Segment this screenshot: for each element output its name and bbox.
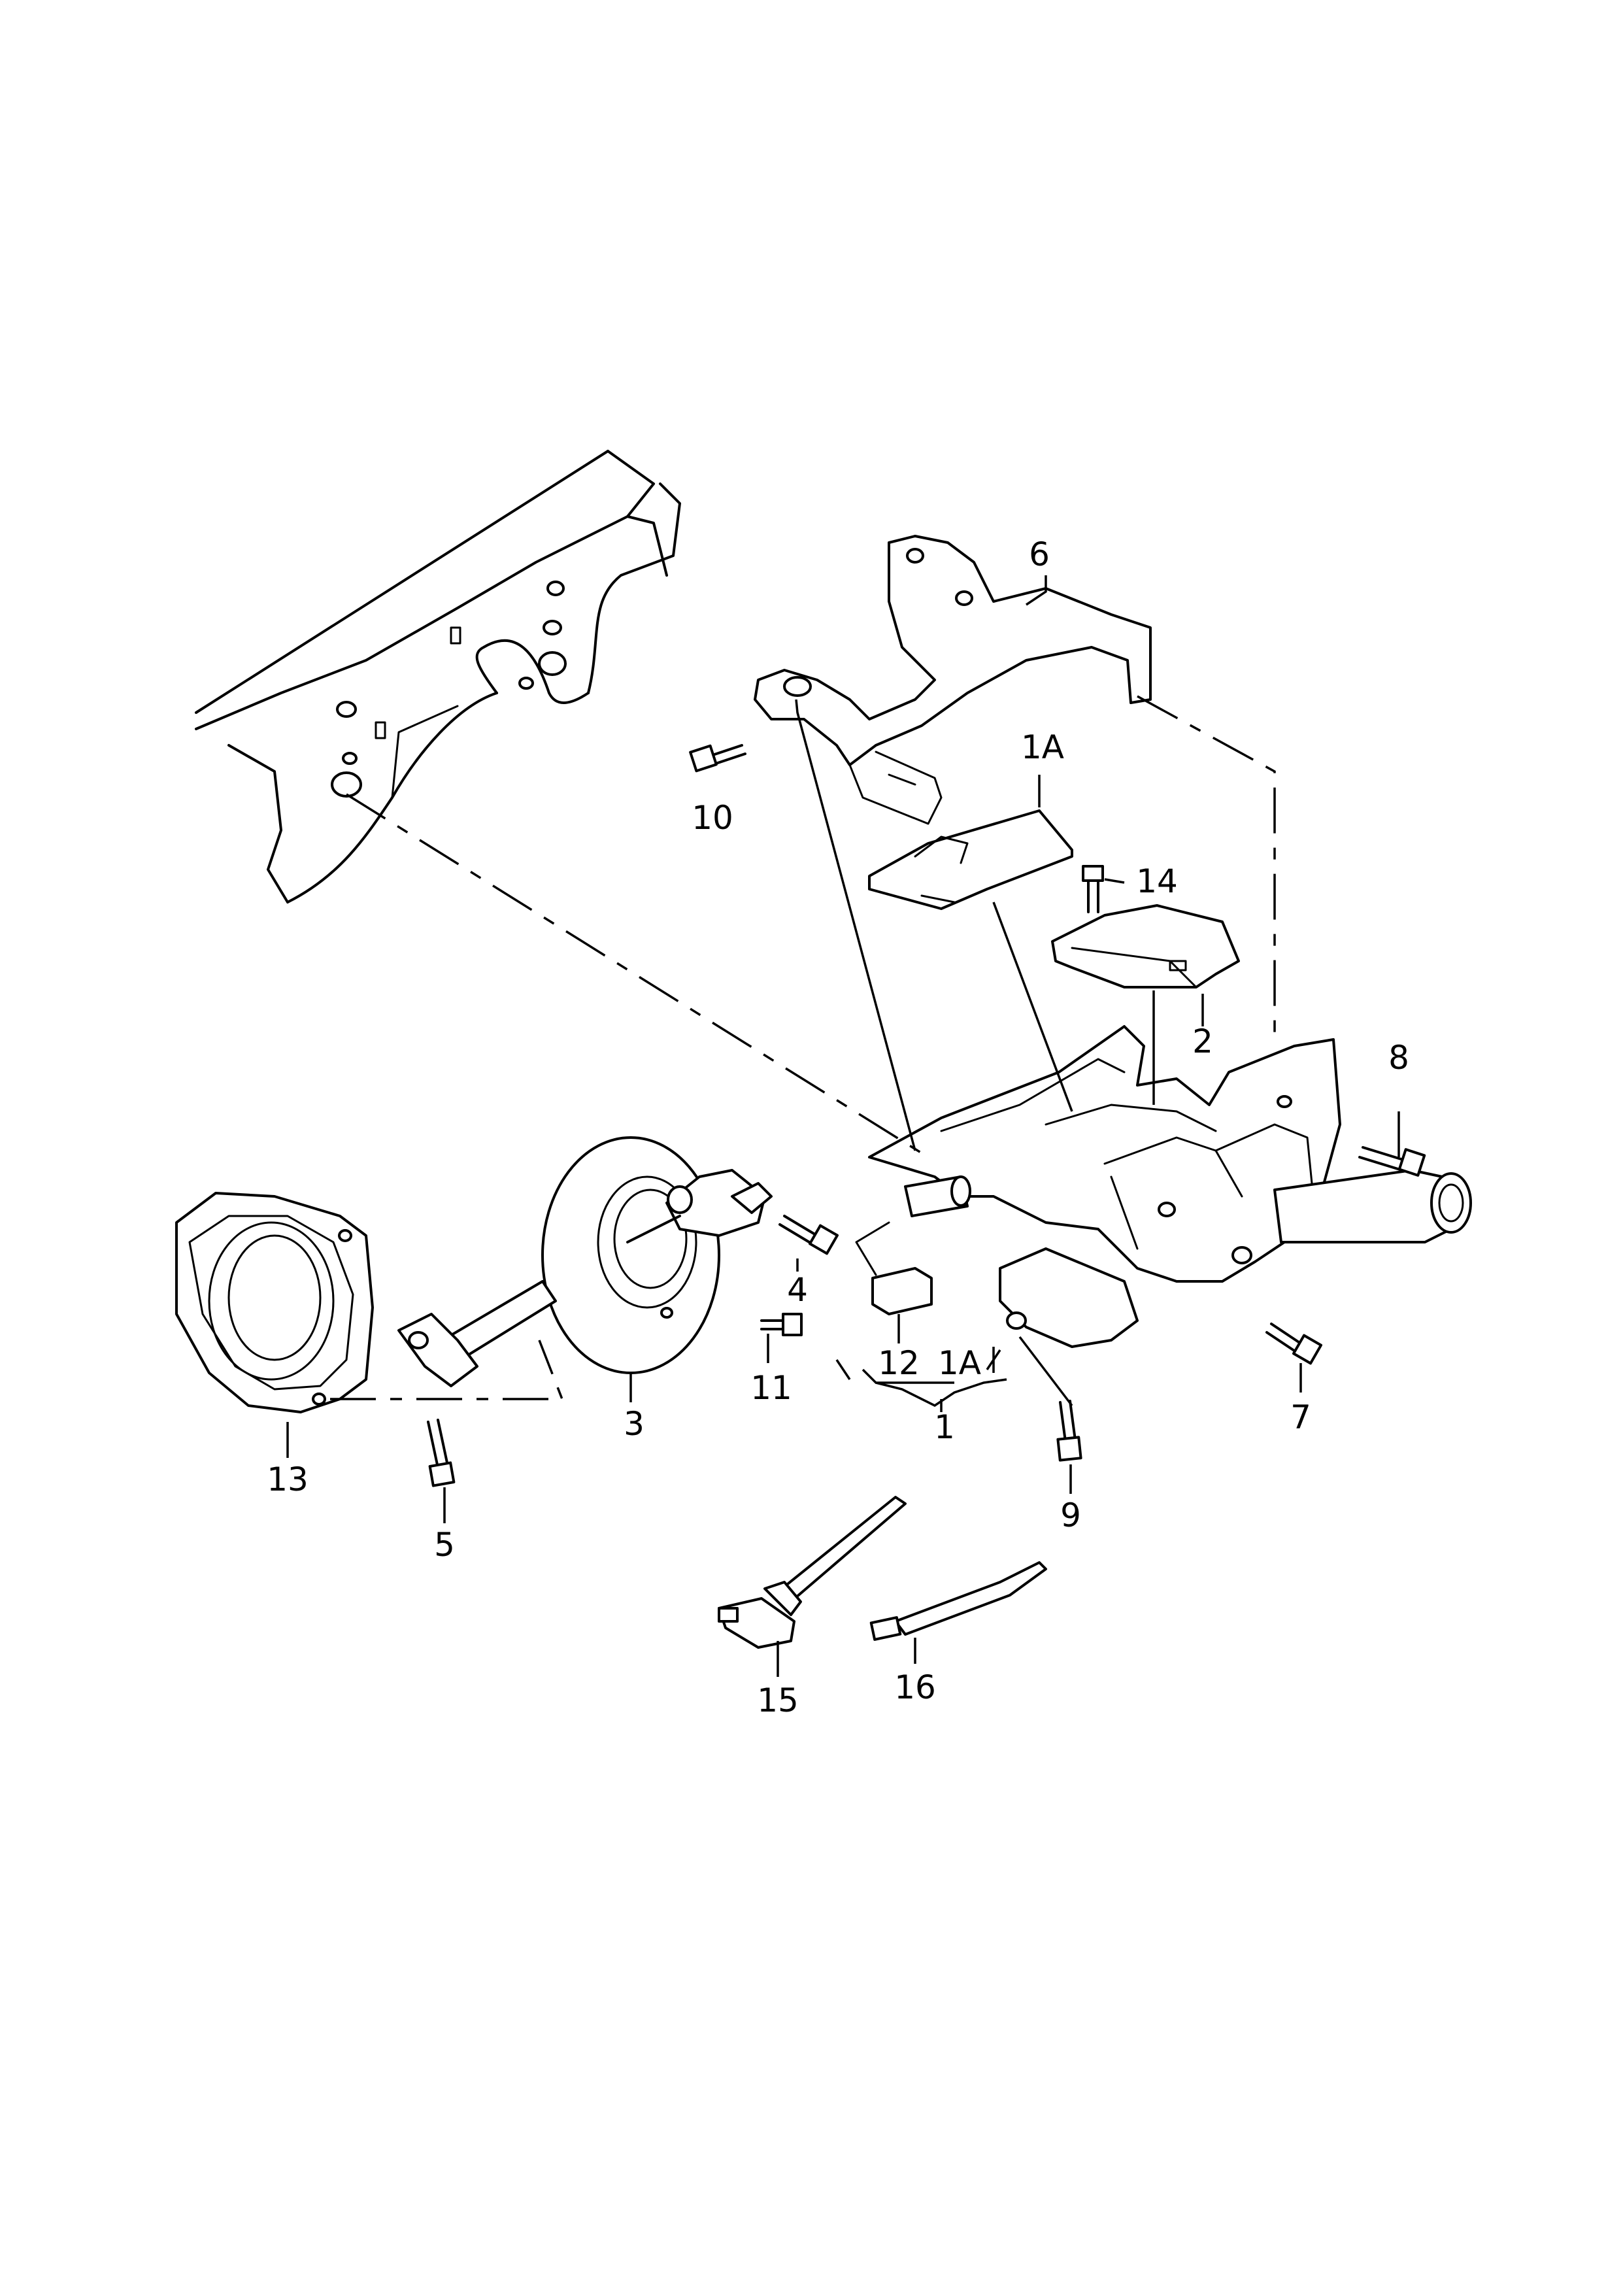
cover-2 — [1051, 904, 1240, 988]
bolt-4 — [778, 1215, 839, 1255]
callout-labels: 6 10 1A 14 2 8 4 11 12 1A 1 7 3 13 9 5 1… — [267, 535, 1409, 1719]
callout-13: 13 — [267, 1460, 309, 1498]
clip-15 — [718, 1496, 907, 1649]
callout-11: 11 — [750, 1369, 792, 1407]
callout-12: 12 — [878, 1344, 920, 1382]
callout-14: 14 — [1136, 862, 1178, 900]
boot-cover-13 — [175, 1192, 374, 1413]
callout-2: 2 — [1192, 1022, 1213, 1060]
screw-11 — [760, 1313, 803, 1336]
screw-14 — [1082, 865, 1104, 913]
sealing-plate-3 — [541, 1136, 720, 1374]
callout-16: 16 — [894, 1668, 936, 1706]
callout-1: 1 — [934, 1408, 955, 1446]
callout-1A-bottom: 1A — [938, 1344, 981, 1382]
bolt-10 — [689, 744, 746, 773]
upper-mounting-bracket — [754, 535, 1152, 825]
cable-tie-16 — [869, 1561, 1047, 1641]
intermediate-shaft — [397, 1169, 773, 1387]
callout-7: 7 — [1290, 1398, 1311, 1436]
callout-6: 6 — [1029, 535, 1050, 573]
bolt-7 — [1265, 1323, 1322, 1365]
connector-12 — [855, 1221, 933, 1315]
control-unit-1A — [868, 809, 1073, 910]
bolt-9 — [1056, 1400, 1082, 1462]
vehicle-body-panel — [195, 450, 681, 903]
callout-5: 5 — [434, 1526, 455, 1564]
steering-column-assembly — [868, 1025, 1472, 1348]
callout-15: 15 — [757, 1681, 799, 1719]
callout-1A-top: 1A — [1021, 728, 1064, 766]
callout-8: 8 — [1388, 1039, 1409, 1077]
reference-lines — [330, 695, 1276, 1400]
leader-lines — [286, 575, 1400, 1677]
callout-4: 4 — [787, 1271, 808, 1309]
callout-3: 3 — [624, 1405, 644, 1443]
bolt-8 — [1358, 1146, 1426, 1177]
bolt-5 — [427, 1419, 456, 1487]
callout-10: 10 — [692, 799, 733, 837]
callout-9: 9 — [1060, 1496, 1081, 1534]
